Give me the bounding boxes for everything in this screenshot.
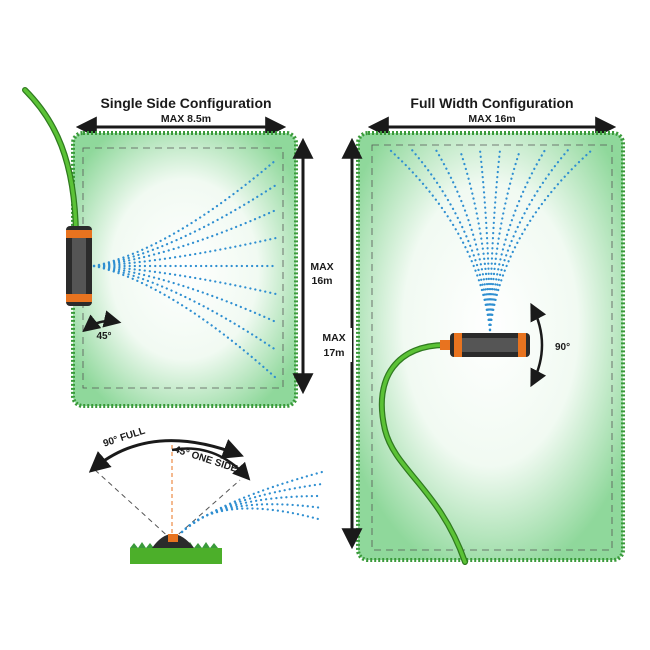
side-view-left-limit-line — [94, 469, 173, 541]
spray-stream — [180, 482, 324, 534]
side-view-sprinkler — [152, 534, 194, 548]
spray-stream — [388, 148, 492, 332]
full-width-angle-label: 90° — [555, 342, 570, 353]
full-width-title: Full Width Configuration — [410, 95, 573, 111]
single-side-lawn — [71, 131, 298, 408]
spray-stream — [488, 148, 570, 332]
full-width-spray-pattern — [388, 148, 594, 332]
spray-stream — [92, 208, 278, 268]
spray-stream — [92, 158, 278, 268]
side-view-one-side-label: 45° ONE SIDE — [173, 444, 239, 475]
full-width-angle-arrow — [530, 302, 547, 388]
full-width-height-label-bg — [318, 328, 352, 362]
full-width-panel: Full Width Configuration MAX 16m 90° MAX… — [318, 95, 625, 565]
single-side-height-label-line2: 16m — [311, 275, 332, 287]
spray-stream — [488, 148, 547, 332]
spray-stream — [92, 264, 278, 380]
full-width-height-label-line2: 17m — [323, 347, 344, 359]
spray-stream — [180, 503, 324, 534]
side-view-panel: 90° FULL 45° ONE SIDE — [88, 426, 324, 564]
spray-stream — [488, 148, 522, 332]
single-side-title: Single Side Configuration — [100, 95, 271, 111]
single-side-height-label-line1: MAX — [310, 261, 333, 273]
full-width-height-label-line1: MAX — [322, 332, 345, 344]
single-side-sprinkler — [66, 226, 92, 306]
spray-stream — [180, 507, 324, 534]
single-side-spray-pattern — [92, 158, 278, 380]
spray-stream — [434, 148, 492, 332]
full-width-sprinkler — [440, 333, 530, 357]
single-side-width-label: MAX 8.5m — [161, 113, 211, 125]
spray-stream — [488, 148, 594, 332]
side-view-right-limit-line — [171, 479, 241, 541]
side-view-ground — [130, 548, 222, 564]
single-side-hose — [23, 88, 78, 237]
single-side-angle-arrow — [82, 310, 122, 333]
single-side-panel: Single Side Configuration MAX 8.5m 45° M… — [22, 87, 340, 408]
single-side-angle-label: 45° — [96, 331, 111, 342]
spray-stream — [410, 148, 492, 332]
spray-stream — [92, 183, 278, 268]
spray-stream — [458, 148, 492, 332]
spray-stream — [180, 494, 324, 534]
spray-stream — [92, 264, 278, 324]
side-view-spray-pattern — [180, 470, 324, 534]
full-width-coverage-outline — [371, 144, 613, 551]
full-width-hose — [380, 343, 467, 564]
full-width-width-label: MAX 16m — [468, 113, 515, 125]
side-view-one-side-arc — [171, 447, 251, 481]
side-view-full-arc — [88, 439, 244, 473]
single-side-height-label-bg — [306, 258, 340, 288]
spray-stream — [92, 264, 278, 352]
